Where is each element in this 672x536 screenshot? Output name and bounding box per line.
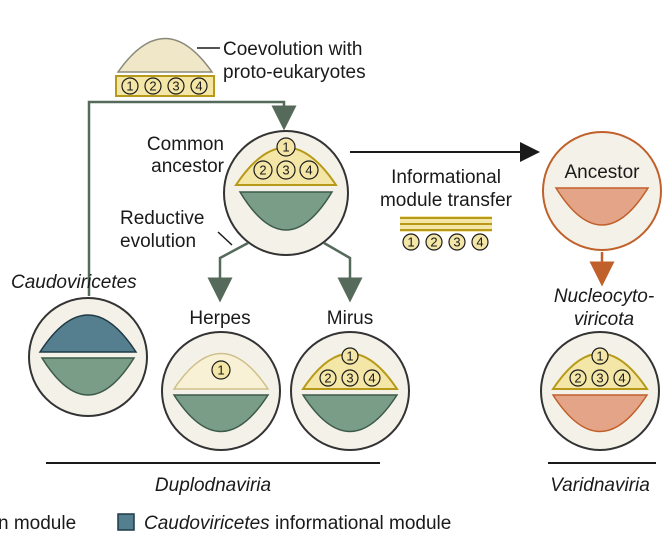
caudoviricetes-circle: [28, 297, 148, 417]
legend-text: informational module: [270, 513, 452, 534]
transfer-modules: 1 2 3 4: [400, 216, 492, 251]
coevolution-label: proto-eukaryotes: [223, 62, 366, 83]
ancestor-label: Ancestor: [565, 162, 641, 183]
legend-italic-text: Caudoviricetes: [144, 513, 270, 534]
module-number: 2: [430, 235, 437, 250]
module-number: 1: [596, 349, 603, 364]
nucleocytoviricota-circle: 1 2 3 4: [540, 331, 660, 451]
module-number: 2: [259, 163, 266, 178]
module-number: 1: [217, 363, 224, 378]
proto-eukaryote-module: 1 2 3 4: [115, 37, 215, 97]
varidnaviria-label: Varidnaviria: [550, 475, 650, 496]
reductive-evolution-label: Reductive: [120, 208, 205, 229]
reductive-leader-line: [217, 231, 233, 246]
module-number: 3: [453, 235, 460, 250]
module-number: 3: [172, 79, 179, 94]
module-number: 4: [368, 371, 375, 386]
caudoviricetes-branch-line: [87, 100, 297, 296]
coevolution-label: Coevolution with: [223, 39, 362, 60]
module-number: 2: [324, 371, 331, 386]
nucleocytoviricota-label: Nucleocyto-: [554, 286, 654, 307]
module-number: 4: [618, 371, 625, 386]
module-number: 3: [282, 163, 289, 178]
mirus-circle: 1 2 3 4: [290, 331, 410, 451]
reductive-evolution-label: evolution: [120, 231, 196, 252]
module-number: 4: [195, 79, 202, 94]
module-number: 2: [149, 79, 156, 94]
varidnaviria-ancestor-circle: [542, 131, 662, 251]
transfer-label: module transfer: [380, 190, 513, 211]
nucleocytoviricota-label: viricota: [574, 309, 634, 330]
mirus-label: Mirus: [327, 308, 373, 329]
mirus-branch-arrow: [323, 241, 363, 303]
caudoviricetes-label: Caudoviricetes: [11, 272, 137, 293]
common-ancestor-circle: 1 2 3 4: [223, 130, 349, 256]
module-number-group: 1 2 3 4: [121, 77, 208, 95]
common-ancestor-label: Common: [147, 134, 224, 155]
module-number: 1: [407, 235, 414, 250]
common-ancestor-label: ancestor: [151, 156, 225, 177]
legend-swatch: [117, 513, 135, 531]
module-number: 3: [596, 371, 603, 386]
module-number: 1: [282, 140, 289, 155]
herpes-label: Herpes: [189, 308, 250, 329]
module-number: 4: [476, 235, 483, 250]
module-number: 4: [305, 163, 312, 178]
legend-item-text: n module: [0, 513, 76, 534]
duplodnaviria-label: Duplodnaviria: [155, 475, 271, 496]
herpes-branch-arrow: [207, 241, 249, 303]
module-number: 1: [346, 349, 353, 364]
module-number: 1: [126, 79, 133, 94]
herpes-circle: 1: [161, 331, 281, 451]
legend-item-text: Caudoviricetes informational module: [144, 513, 451, 534]
module-number: 2: [574, 371, 581, 386]
module-number: 3: [346, 371, 353, 386]
transfer-label: Informational: [391, 167, 501, 188]
